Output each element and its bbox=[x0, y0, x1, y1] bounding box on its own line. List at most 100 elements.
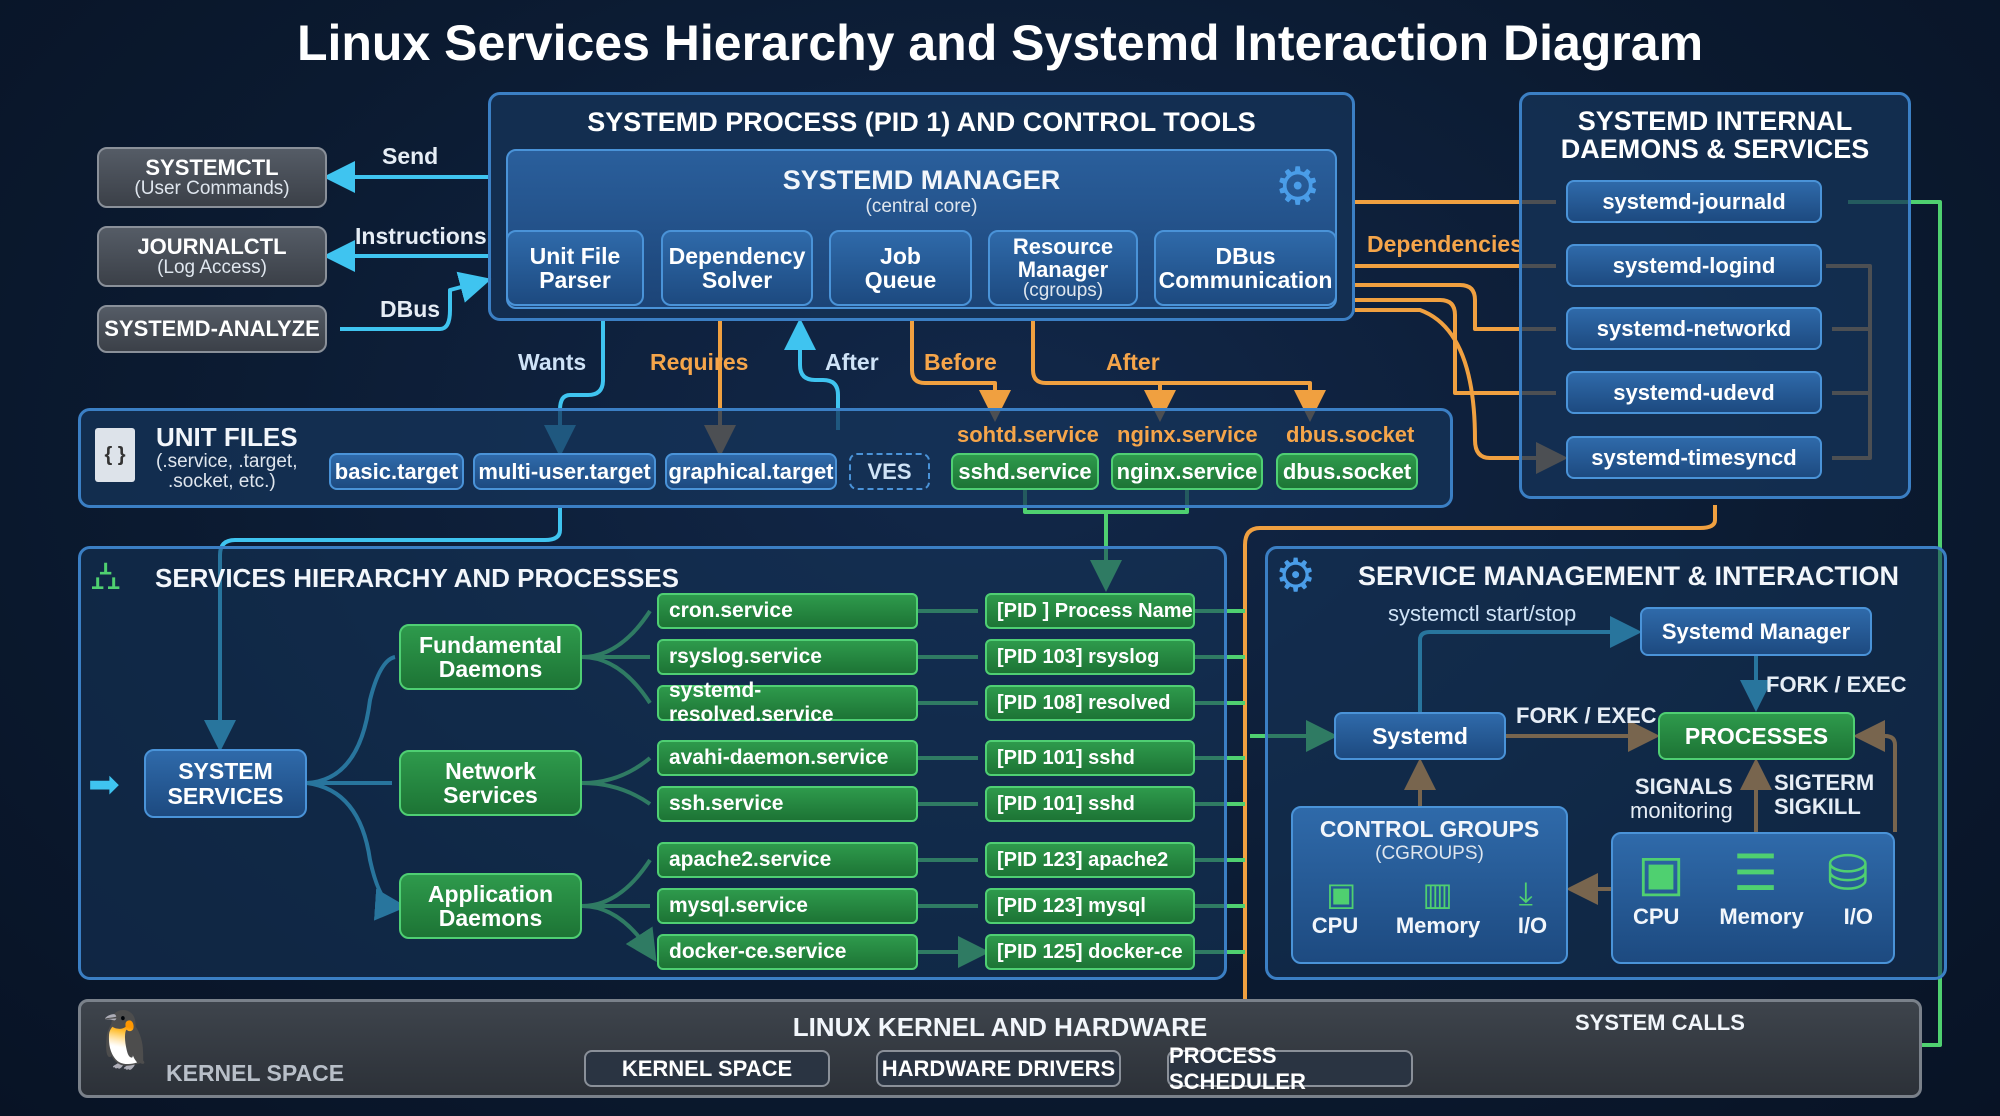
cg-memory: Memory bbox=[1395, 913, 1481, 938]
cg-title: CONTROL GROUPS bbox=[1319, 816, 1540, 842]
journalctl-box[interactable]: JOURNALCTL(Log Access) bbox=[97, 226, 327, 287]
io-icon: ⤓ bbox=[1518, 875, 1533, 911]
res-cpu: CPU bbox=[1632, 904, 1680, 929]
processes-node[interactable]: PROCESSES bbox=[1658, 712, 1855, 760]
systemd-manager-node[interactable]: Systemd Manager bbox=[1640, 607, 1872, 656]
unit-files-sub-2: .socket, etc.) bbox=[168, 470, 276, 492]
process-scheduler-chip[interactable]: PROCESS SCHEDULER bbox=[1167, 1043, 1413, 1094]
chart-icon: ▥ bbox=[1422, 876, 1453, 912]
dependencies-arrows bbox=[1355, 200, 1556, 458]
group-label: Application bbox=[427, 880, 554, 907]
multi-user-target[interactable]: multi-user.target bbox=[473, 453, 656, 490]
after-arrow-2 bbox=[1031, 321, 1326, 422]
management-title: SERVICE MANAGEMENT & INTERACTION bbox=[1358, 561, 1900, 591]
group-label: Daemons bbox=[438, 905, 543, 931]
systemd-node[interactable]: Systemd bbox=[1334, 712, 1506, 760]
internal-title-1: SYSTEMD INTERNAL bbox=[1577, 106, 1853, 136]
database-icon: ⛁ bbox=[1826, 845, 1869, 901]
root-label: SYSTEM bbox=[178, 758, 273, 785]
dbus-socket[interactable]: dbus.socket bbox=[1276, 453, 1418, 490]
daemon-networkd[interactable]: systemd-networkd bbox=[1566, 307, 1822, 350]
daemon-logind[interactable]: systemd-logind bbox=[1566, 244, 1822, 287]
kernel-space-label: KERNEL SPACE bbox=[166, 1060, 345, 1086]
group-label: Daemons bbox=[438, 656, 543, 682]
res-memory: Memory bbox=[1719, 904, 1804, 929]
component-label: Unit File bbox=[529, 242, 621, 269]
daemon-timesyncd[interactable]: systemd-timesyncd bbox=[1566, 436, 1822, 479]
unit-files-title: UNIT FILES bbox=[156, 422, 298, 452]
gears-icon: ⚙ bbox=[1275, 549, 1317, 601]
service-apache2[interactable]: apache2.service bbox=[657, 842, 918, 878]
cpu-icon: ▣ bbox=[1637, 845, 1685, 901]
page-title: Linux Services Hierarchy and Systemd Int… bbox=[296, 15, 1704, 71]
wants-label: Wants bbox=[518, 349, 587, 375]
hardware-drivers-chip[interactable]: HARDWARE DRIVERS bbox=[876, 1050, 1121, 1087]
process-row: [PID 103] rsyslog bbox=[985, 639, 1195, 675]
internal-title-2: DAEMONS & SERVICES bbox=[1560, 134, 1870, 165]
systemctl-label: SYSTEMCTL bbox=[145, 154, 279, 180]
cpu-icon: ▣ bbox=[1326, 876, 1357, 912]
service-rsyslog[interactable]: rsyslog.service bbox=[657, 639, 918, 675]
group-label: Fundamental bbox=[418, 631, 563, 658]
service-avahi[interactable]: avahi-daemon.service bbox=[657, 740, 918, 776]
gear-icon: ⚙ bbox=[1274, 158, 1321, 216]
kernel-title: LINUX KERNEL AND HARDWARE bbox=[792, 1012, 1208, 1042]
service-resolved[interactable]: systemd-resolved.service bbox=[657, 679, 918, 726]
after-label-2: After bbox=[1106, 349, 1160, 375]
dbus-socket-label: dbus.socket bbox=[1286, 422, 1415, 447]
component-label: Job bbox=[880, 242, 921, 269]
service-docker[interactable]: docker-ce.service bbox=[657, 934, 918, 970]
after-label: After bbox=[825, 349, 879, 375]
before-label: Before bbox=[924, 349, 997, 375]
instructions-label: Instructions bbox=[355, 223, 487, 249]
ves-target[interactable]: VES bbox=[849, 453, 930, 490]
service-mysql[interactable]: mysql.service bbox=[657, 888, 918, 924]
unit-files-sub-1: (.service, .target, bbox=[156, 451, 298, 472]
component-label: Resource bbox=[1012, 233, 1114, 259]
graphical-target[interactable]: graphical.target bbox=[665, 453, 837, 490]
systemctl-box[interactable]: SYSTEMCTL(User Commands) bbox=[97, 147, 327, 208]
arrow-right-icon: ➡ bbox=[88, 764, 120, 806]
cg-io: I/O bbox=[1517, 913, 1548, 938]
sigkill: SIGKILL bbox=[1774, 794, 1861, 820]
dependencies-label: Dependencies bbox=[1367, 231, 1523, 257]
systemd-analyze-box[interactable]: SYSTEMD-ANALYZE bbox=[97, 305, 327, 353]
nginx-label: nginx.service bbox=[1117, 422, 1258, 447]
cg-sub: (CGROUPS) bbox=[1375, 843, 1484, 864]
systemd-analyze-label: SYSTEMD-ANALYZE bbox=[104, 316, 320, 342]
kernel-space-chip[interactable]: KERNEL SPACE bbox=[584, 1050, 830, 1087]
nginx-service[interactable]: nginx.service bbox=[1111, 453, 1263, 490]
res-io: I/O bbox=[1843, 904, 1873, 929]
process-row: [PID 125] docker-ce bbox=[985, 934, 1195, 970]
sshd-service[interactable]: sshd.service bbox=[951, 453, 1099, 490]
daemon-udevd[interactable]: systemd-udevd bbox=[1566, 371, 1822, 414]
sshd-label: sohtd.service bbox=[957, 422, 1099, 447]
process-row: [PID 123] apache2 bbox=[985, 842, 1195, 878]
dbus-label: DBus bbox=[380, 296, 441, 322]
process-row: [PID 123] mysql bbox=[985, 888, 1195, 924]
basic-target[interactable]: basic.target bbox=[329, 453, 464, 490]
systemd-manager-sub: (central core) bbox=[865, 196, 978, 217]
signals-label-1: SIGNALS bbox=[1634, 774, 1733, 799]
group-label: Services bbox=[443, 782, 538, 808]
fork-exec-label: FORK / EXEC bbox=[1766, 672, 1907, 697]
daemon-journald[interactable]: systemd-journald bbox=[1566, 180, 1822, 223]
service-cron[interactable]: cron.service bbox=[657, 593, 918, 629]
service-ssh[interactable]: ssh.service bbox=[657, 786, 918, 822]
fork-exec-label-2: FORK / EXEC bbox=[1516, 703, 1657, 728]
hierarchy-title: SERVICES HIERARCHY AND PROCESSES bbox=[155, 563, 679, 593]
